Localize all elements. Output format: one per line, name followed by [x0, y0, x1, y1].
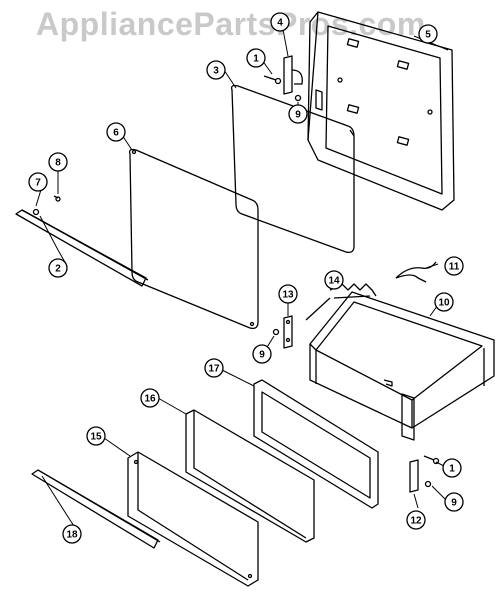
callout-number: 16: [144, 394, 156, 405]
callout-number: 10: [438, 298, 450, 309]
leader-lines: [35, 23, 449, 533]
callout-15: 15: [86, 426, 106, 446]
drawer-bracket: [283, 315, 293, 349]
callout-17: 17: [204, 358, 224, 378]
callout-16: 16: [140, 388, 160, 408]
callout-11: 11: [444, 256, 464, 276]
wire-clip: [395, 261, 437, 283]
callout-10: 10: [434, 292, 454, 312]
callout-number: 2: [55, 264, 61, 275]
callout-1: 1: [442, 458, 462, 478]
callout-number: 15: [90, 432, 102, 443]
washer: [272, 328, 280, 336]
callout-13: 13: [278, 284, 298, 304]
callout-4: 4: [270, 12, 290, 32]
drawer-spring: [305, 283, 377, 321]
callout-number: 9: [451, 498, 457, 509]
callout-number: 4: [277, 18, 283, 29]
callout-3: 3: [206, 60, 226, 80]
door-inner-panel: [307, 11, 455, 211]
callout-9: 9: [252, 344, 272, 364]
callout-18: 18: [62, 524, 82, 544]
callout-8: 8: [48, 152, 68, 172]
callout-6: 6: [106, 122, 126, 142]
small-screw: [32, 195, 61, 216]
callout-number: 9: [295, 110, 301, 121]
drawer-side-bracket: [409, 459, 419, 493]
callout-number: 14: [328, 276, 340, 287]
drawer-front-frame: [253, 379, 379, 509]
callout-number: 3: [213, 66, 219, 77]
callout-number: 9: [259, 350, 265, 361]
callout-number: 1: [449, 464, 455, 475]
screw: [423, 455, 440, 465]
callout-9: 9: [288, 104, 308, 124]
callout-number: 1: [253, 54, 259, 65]
screw: [263, 75, 282, 85]
callout-number: 6: [113, 128, 119, 139]
callout-number: 5: [425, 30, 431, 41]
drawer-front-panel: [185, 409, 315, 543]
callout-number: 8: [55, 158, 61, 169]
callout-9: 9: [444, 492, 464, 512]
callout-2: 2: [48, 258, 68, 278]
callout-number: 7: [35, 178, 41, 189]
drawer-body: [309, 291, 495, 441]
callout-number: 13: [282, 290, 294, 301]
hinge-bracket: [283, 55, 303, 95]
door-outer-panel-lower: [128, 148, 259, 330]
callout-1: 1: [246, 48, 266, 68]
callout-7: 7: [28, 172, 48, 192]
callout-number: 17: [208, 364, 220, 375]
callout-14: 14: [324, 270, 344, 290]
drawer-outer-panel: [127, 451, 259, 587]
door-outer-panel-upper: [230, 84, 355, 254]
callout-number: 11: [449, 262, 460, 273]
callout-number: 18: [66, 530, 78, 541]
door-trim-strip: [15, 209, 149, 287]
callout-number: 12: [410, 516, 422, 527]
washer: [294, 94, 302, 102]
bottom-trim-strip: [31, 469, 161, 549]
washer: [424, 480, 432, 488]
callout-5: 5: [418, 24, 438, 44]
callout-12: 12: [406, 510, 426, 530]
